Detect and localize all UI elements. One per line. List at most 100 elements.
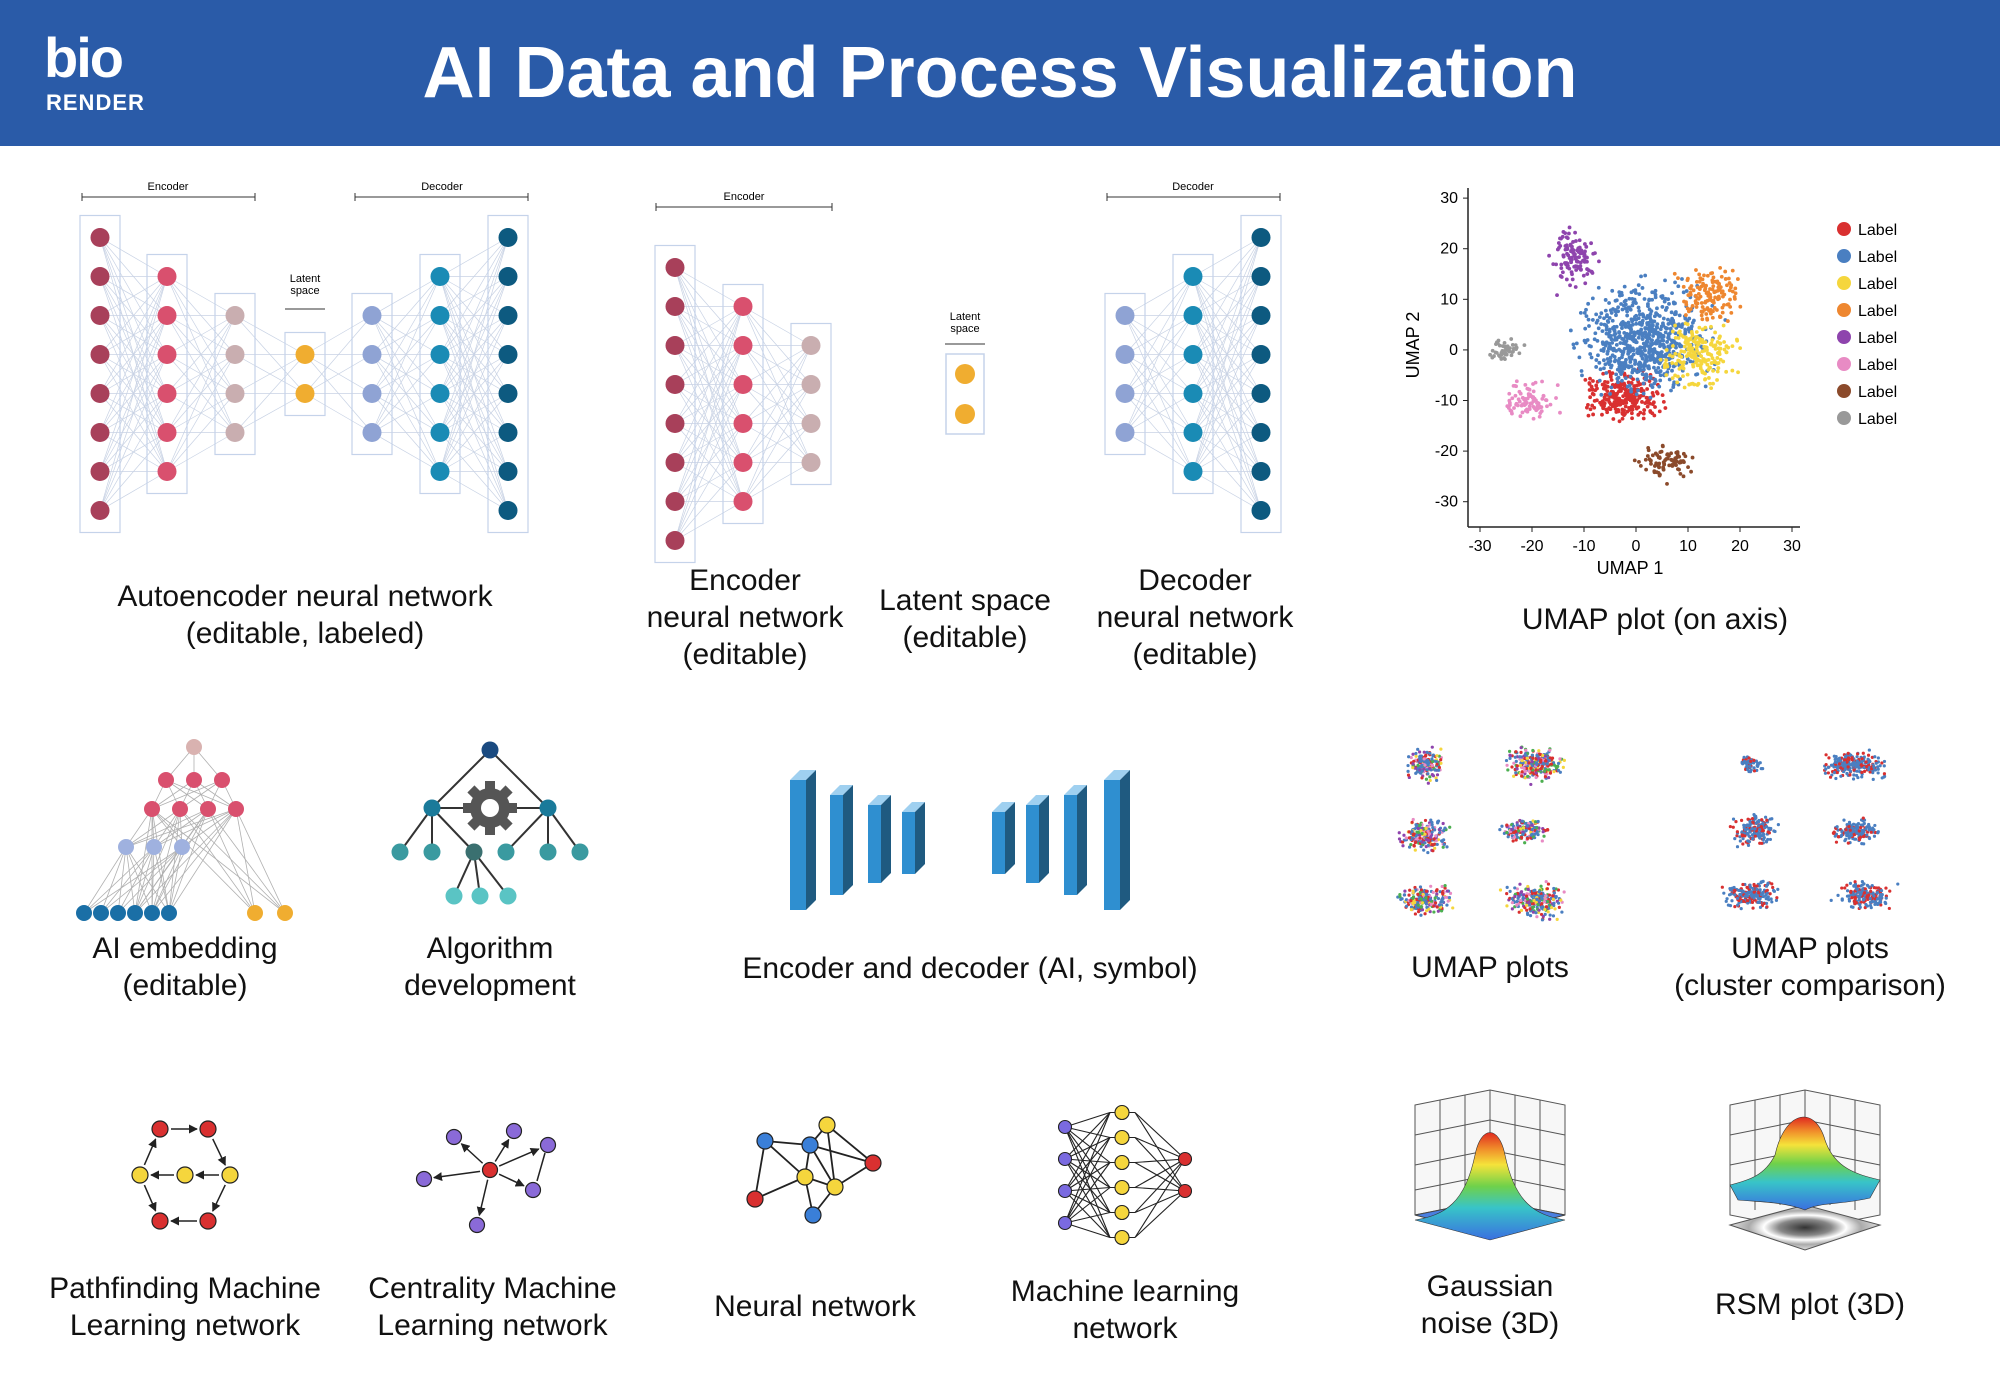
network-edge bbox=[1064, 1162, 1111, 1224]
caption-line: development bbox=[404, 969, 576, 1002]
scatter-point bbox=[1637, 459, 1641, 464]
cluster-point bbox=[1407, 836, 1412, 840]
neuron-node bbox=[430, 462, 450, 481]
cluster-point bbox=[1513, 755, 1517, 759]
scatter-point bbox=[1640, 318, 1645, 323]
neuron-node bbox=[295, 384, 315, 403]
scatter-point bbox=[1669, 457, 1674, 462]
scatter-point bbox=[1685, 306, 1690, 311]
cluster-point bbox=[1543, 754, 1548, 758]
scatter-point bbox=[1657, 384, 1662, 389]
block-top bbox=[1104, 770, 1130, 780]
block-front bbox=[1064, 795, 1077, 895]
scatter-point bbox=[1723, 277, 1728, 281]
cluster-point bbox=[1400, 840, 1405, 844]
scatter-point bbox=[1620, 366, 1625, 371]
scatter-point bbox=[1601, 405, 1605, 409]
cluster-point bbox=[1847, 825, 1851, 829]
cluster-point bbox=[1752, 766, 1756, 770]
cluster-point bbox=[1536, 819, 1540, 824]
cluster-point bbox=[1430, 757, 1434, 761]
edge bbox=[168, 808, 209, 914]
cluster-point bbox=[1745, 764, 1749, 768]
scatter-point bbox=[1609, 337, 1614, 342]
scatter-point bbox=[1715, 288, 1720, 293]
scatter-point bbox=[1703, 345, 1708, 350]
scatter-point bbox=[1657, 473, 1662, 478]
scatter-point bbox=[1599, 311, 1604, 316]
scatter-point bbox=[1639, 352, 1644, 357]
scatter-point bbox=[1498, 354, 1502, 359]
cluster-point bbox=[1445, 889, 1449, 893]
scatter-point bbox=[1642, 297, 1647, 301]
scatter-point bbox=[1607, 316, 1612, 320]
block-front bbox=[830, 795, 843, 895]
scatter-point bbox=[1711, 284, 1716, 289]
graph-edge bbox=[754, 1176, 806, 1200]
network-node bbox=[1057, 1183, 1073, 1199]
scatter-point bbox=[1656, 355, 1660, 360]
embedding-node bbox=[200, 801, 216, 817]
scatter-point bbox=[1582, 242, 1587, 246]
logo-bio-text: bio bbox=[44, 26, 124, 89]
network-edges bbox=[674, 267, 812, 541]
tree-node bbox=[539, 799, 557, 817]
cluster-point bbox=[1419, 897, 1423, 901]
scatter-point bbox=[1724, 350, 1729, 355]
edge bbox=[125, 808, 181, 848]
legend-label: Label bbox=[1858, 330, 1897, 347]
cluster-point bbox=[1766, 895, 1770, 899]
cluster-point bbox=[1868, 770, 1872, 774]
layer-box bbox=[79, 214, 121, 534]
scatter-point bbox=[1678, 471, 1683, 476]
scatter-point bbox=[1580, 373, 1584, 378]
neuron-node bbox=[733, 336, 753, 355]
scatter-point bbox=[1626, 380, 1631, 385]
cluster-point bbox=[1410, 820, 1414, 824]
scatter-point bbox=[1700, 369, 1705, 373]
cluster-point bbox=[1510, 901, 1514, 905]
scatter-point bbox=[1531, 416, 1536, 421]
scatter-point bbox=[1633, 387, 1637, 392]
cluster-point bbox=[1530, 823, 1534, 827]
cluster-point bbox=[1876, 767, 1880, 771]
scatter-point bbox=[1494, 342, 1498, 347]
cluster-point bbox=[1731, 817, 1736, 821]
scatter-point bbox=[1713, 330, 1718, 335]
cluster-point bbox=[1536, 832, 1540, 837]
cluster-point bbox=[1428, 897, 1432, 901]
scatter-point bbox=[1645, 387, 1650, 391]
scatter-point bbox=[1654, 339, 1659, 343]
legend-label: Label bbox=[1858, 276, 1897, 293]
cluster-point bbox=[1746, 767, 1750, 772]
scatter-point bbox=[1628, 357, 1633, 362]
scatter-point bbox=[1568, 328, 1573, 333]
scatter-point bbox=[1657, 409, 1662, 414]
cluster-point bbox=[1770, 882, 1774, 886]
scatter-point bbox=[1726, 276, 1731, 281]
cluster-point bbox=[1420, 901, 1425, 905]
cluster-point bbox=[1541, 914, 1545, 919]
embedding-node bbox=[144, 801, 160, 817]
scatter-point bbox=[1585, 272, 1590, 276]
cluster-point bbox=[1752, 758, 1756, 762]
scatter-point bbox=[1686, 326, 1691, 331]
cluster-point bbox=[1770, 900, 1774, 904]
scatter-point bbox=[1664, 373, 1669, 377]
cluster-point bbox=[1538, 760, 1543, 764]
cluster-point bbox=[1433, 842, 1437, 846]
cluster-point bbox=[1531, 910, 1536, 914]
cluster-point bbox=[1547, 906, 1551, 910]
scatter-point bbox=[1587, 343, 1592, 348]
neuron-node bbox=[90, 345, 110, 364]
scatter-point bbox=[1702, 307, 1707, 312]
cluster-point bbox=[1858, 905, 1862, 909]
layer-box bbox=[1240, 214, 1282, 534]
latent-label-line2: space bbox=[950, 323, 979, 335]
directed-edge bbox=[460, 1143, 484, 1164]
scatter-point bbox=[1703, 377, 1707, 382]
cluster-point bbox=[1858, 902, 1862, 907]
cluster-point bbox=[1860, 759, 1864, 763]
cluster-point bbox=[1832, 765, 1836, 769]
scatter-point bbox=[1577, 238, 1582, 243]
